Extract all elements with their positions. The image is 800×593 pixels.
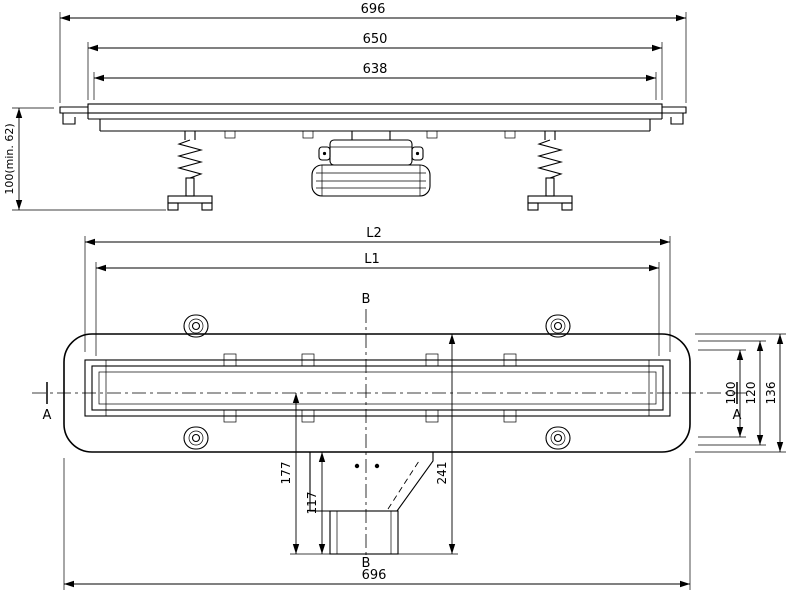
mounting-clip — [302, 130, 314, 139]
dimension-100-right: 100 — [698, 349, 746, 438]
dimension-638: 638 — [93, 62, 657, 100]
dimension-label-696-bottom: 696 — [362, 568, 387, 583]
channel-outer — [84, 359, 671, 417]
foot-stem — [185, 177, 195, 197]
outlet-spigot — [329, 510, 399, 555]
drain-trap-elevation — [311, 131, 431, 197]
ear-hole — [553, 433, 563, 443]
channel-frame — [91, 365, 664, 411]
dimension-l2: L2 — [84, 226, 671, 352]
ear-hole — [553, 321, 563, 331]
dimension-label-650: 650 — [363, 32, 388, 47]
dimension-label-638: 638 — [363, 62, 388, 77]
foot-pad — [527, 202, 539, 211]
mounting-clip — [426, 130, 438, 139]
foot-pad — [561, 202, 573, 211]
channel-body-elevation — [59, 103, 687, 139]
dimension-l1: L1 — [95, 252, 660, 356]
clamp-ear-right — [411, 146, 424, 161]
dimension-117: 117 — [305, 452, 326, 554]
channel-clip — [223, 353, 237, 367]
section-a-markers: A A — [43, 382, 742, 423]
foot-pad — [167, 202, 179, 211]
channel-clip — [425, 409, 439, 423]
dimension-650: 650 — [87, 32, 663, 100]
ear-hole — [191, 433, 201, 443]
dimension-label-100: 100 — [724, 382, 738, 405]
dimension-177: 177 — [279, 393, 300, 554]
right-flange — [662, 106, 687, 114]
dimension-label-l1: L1 — [364, 252, 380, 267]
dimension-label-117: 117 — [305, 492, 319, 515]
fixing-ear — [545, 426, 571, 450]
dimension-label-136: 136 — [764, 382, 778, 405]
section-label-b-bottom: B — [362, 556, 371, 571]
fixing-ear — [183, 426, 209, 450]
dimension-696-top: 696 — [59, 2, 687, 103]
trap-outlet-body — [311, 164, 431, 197]
fixing-ear — [183, 314, 209, 338]
drain-box-plan: B — [309, 451, 434, 571]
left-end-hook — [62, 113, 76, 125]
spring — [536, 139, 564, 179]
dimension-120-right: 120 — [698, 340, 766, 446]
fixing-ears — [183, 314, 571, 450]
clamp-bolt — [415, 151, 420, 156]
dimension-136-right: 136 — [695, 333, 786, 453]
channel-clip — [223, 409, 237, 423]
dimension-label-241: 241 — [435, 462, 449, 485]
foot-bar — [527, 195, 573, 204]
channel-inner — [98, 371, 657, 405]
screw-dot — [374, 463, 380, 469]
dimension-height-left: 100(min. 62) — [3, 107, 166, 211]
dimension-label-l2: L2 — [366, 226, 382, 241]
spring-foot-left — [167, 131, 213, 211]
channel-clip — [301, 353, 315, 367]
mounting-clip — [504, 130, 516, 139]
dimension-696-bottom: 696 — [63, 458, 691, 590]
channel-clip — [425, 353, 439, 367]
dimension-label-696-top: 696 — [361, 2, 386, 17]
elevation-view: 696 650 638 100(min. 62) — [3, 2, 687, 211]
section-label-a-left: A — [43, 408, 52, 423]
left-flange — [59, 106, 88, 114]
foot-stem — [545, 177, 555, 197]
spring — [176, 139, 204, 179]
right-end-hook — [670, 113, 684, 125]
grate-hatch — [87, 103, 663, 114]
spring-foot-right — [527, 131, 573, 211]
channel-plan — [84, 353, 671, 423]
trap-clamp — [329, 139, 413, 166]
dimension-241: 241 — [435, 334, 456, 554]
channel-clip — [503, 409, 517, 423]
fixing-ear — [545, 314, 571, 338]
clamp-bolt — [322, 151, 327, 156]
foot-bar — [167, 195, 213, 204]
ear-hole — [191, 321, 201, 331]
foot-pad — [201, 202, 213, 211]
clamp-ear-left — [318, 146, 331, 161]
channel-clip — [301, 409, 315, 423]
drain-box-outline — [309, 451, 434, 512]
dimension-label-height: 100(min. 62) — [3, 123, 16, 194]
channel-clip — [503, 353, 517, 367]
dimension-label-120: 120 — [744, 382, 758, 405]
section-label-b-top: B — [362, 292, 371, 307]
plan-view: L2 L1 B A A — [32, 226, 786, 590]
mounting-clip — [224, 130, 236, 139]
dimension-label-177: 177 — [279, 462, 293, 485]
screw-dot — [354, 463, 360, 469]
